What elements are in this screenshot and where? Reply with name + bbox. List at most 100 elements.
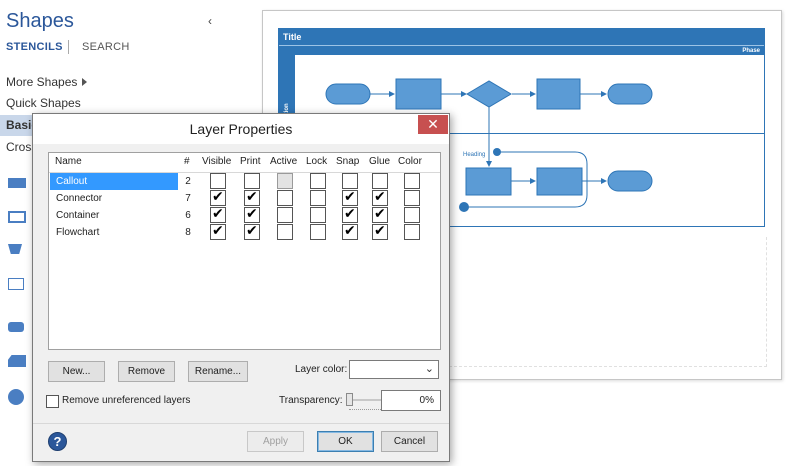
process-shape-icon[interactable]	[8, 178, 26, 188]
glue-checkbox[interactable]	[372, 206, 388, 223]
stencil-cross-item[interactable]: Cross	[6, 140, 38, 154]
process-shape-1	[395, 78, 442, 110]
flowchart-title[interactable]: Title	[279, 29, 764, 45]
circle-shape-icon[interactable]	[8, 389, 24, 405]
phase-label[interactable]: Phase	[279, 45, 764, 55]
start-terminator-shape	[325, 83, 371, 105]
active-checkbox[interactable]	[277, 207, 293, 223]
snap-checkbox[interactable]	[342, 173, 358, 189]
column-header-active[interactable]: Active	[270, 156, 298, 167]
layer-properties-dialog: Layer Properties ✕ Name # Visible Print …	[32, 113, 450, 462]
heading-label: Heading	[463, 152, 485, 158]
active-checkbox[interactable]	[277, 224, 293, 240]
visible-checkbox[interactable]	[210, 189, 226, 206]
snap-checkbox[interactable]	[342, 189, 358, 206]
dialog-footer-divider	[33, 423, 449, 424]
color-checkbox[interactable]	[404, 224, 420, 240]
new-layer-button[interactable]: New...	[48, 361, 105, 382]
column-header-lock[interactable]: Lock	[306, 156, 328, 167]
chevron-right-icon	[82, 78, 87, 86]
visible-checkbox[interactable]	[210, 206, 226, 223]
header-divider	[49, 172, 440, 173]
snap-checkbox[interactable]	[342, 223, 358, 240]
transparency-slider-track[interactable]	[351, 399, 401, 401]
transparency-slider-ticks	[349, 409, 401, 411]
lock-checkbox[interactable]	[310, 224, 326, 240]
shapes-pane-title: Shapes	[6, 10, 74, 32]
cancel-button[interactable]: Cancel	[381, 431, 438, 452]
color-checkbox[interactable]	[404, 207, 420, 223]
layer-number: 8	[185, 227, 191, 238]
process-shape-4	[536, 167, 583, 196]
color-checkbox[interactable]	[404, 190, 420, 206]
layer-row-container[interactable]: Container	[56, 210, 100, 221]
flowchart-connectors	[370, 91, 607, 208]
apply-button[interactable]: Apply	[247, 431, 304, 452]
container-handles[interactable]	[459, 148, 501, 212]
connector-handle-end	[459, 202, 469, 212]
process-shape-2	[536, 78, 581, 110]
lock-checkbox[interactable]	[310, 207, 326, 223]
active-checkbox[interactable]	[277, 173, 293, 189]
column-header-color[interactable]: Color	[398, 156, 422, 167]
manual-operation-shape-icon[interactable]	[8, 244, 22, 254]
database-shape-icon[interactable]	[8, 322, 24, 332]
layer-color-dropdown[interactable]: ⌄	[349, 360, 439, 379]
lock-checkbox[interactable]	[310, 173, 326, 189]
print-checkbox[interactable]	[244, 173, 260, 189]
layer-number: 2	[185, 176, 191, 187]
layer-row-connector[interactable]: Connector	[56, 193, 103, 204]
column-header-snap[interactable]: Snap	[336, 156, 360, 167]
lane-divider	[295, 133, 765, 134]
glue-checkbox[interactable]	[372, 223, 388, 240]
layer-color-label: Layer color:	[295, 364, 348, 375]
tab-divider	[68, 40, 69, 54]
visible-checkbox[interactable]	[210, 173, 226, 189]
transparency-input[interactable]: 0%	[381, 390, 441, 411]
terminator-shape-3	[607, 170, 653, 192]
decision-shape	[466, 80, 512, 108]
column-header-visible[interactable]: Visible	[202, 156, 232, 167]
flowchart-shapes[interactable]	[325, 78, 653, 196]
card-shape-icon[interactable]	[8, 355, 26, 367]
column-header-name[interactable]: Name	[55, 156, 82, 167]
remove-layer-button[interactable]: Remove	[118, 361, 175, 382]
subprocess-shape-icon[interactable]	[8, 211, 26, 223]
column-header-number[interactable]: #	[184, 156, 190, 167]
collapse-pane-icon[interactable]: ‹	[208, 14, 212, 28]
rename-layer-button[interactable]: Rename...	[188, 361, 248, 382]
document-shape-icon[interactable]	[8, 278, 24, 290]
active-checkbox[interactable]	[277, 190, 293, 206]
layer-number: 7	[185, 193, 191, 204]
column-header-print[interactable]: Print	[240, 156, 261, 167]
quick-shapes-item[interactable]: Quick Shapes	[6, 96, 81, 110]
dialog-title: Layer Properties	[189, 121, 293, 137]
print-checkbox[interactable]	[244, 189, 260, 206]
chevron-down-icon: ⌄	[424, 363, 434, 375]
column-header-glue[interactable]: Glue	[369, 156, 391, 167]
transparency-slider-thumb[interactable]	[346, 393, 353, 406]
glue-checkbox[interactable]	[372, 189, 388, 206]
more-shapes-item[interactable]: More Shapes	[6, 75, 78, 89]
lock-checkbox[interactable]	[310, 190, 326, 206]
color-checkbox[interactable]	[404, 173, 420, 189]
layer-row-callout[interactable]: Callout	[50, 173, 178, 190]
layer-row-flowchart[interactable]: Flowchart	[56, 227, 100, 238]
tab-stencils[interactable]: STENCILS	[6, 41, 63, 53]
layers-table[interactable]: Name # Visible Print Active Lock Snap Gl…	[48, 152, 441, 350]
connector-handle-start	[493, 148, 501, 156]
print-checkbox[interactable]	[244, 223, 260, 240]
help-icon[interactable]: ?	[48, 432, 67, 451]
remove-unreferenced-checkbox[interactable]	[46, 395, 59, 408]
glue-checkbox[interactable]	[372, 173, 388, 189]
close-icon[interactable]: ✕	[418, 115, 448, 134]
tab-search[interactable]: SEARCH	[82, 41, 130, 53]
visible-checkbox[interactable]	[210, 223, 226, 240]
layer-number: 6	[185, 210, 191, 221]
print-checkbox[interactable]	[244, 206, 260, 223]
dialog-titlebar[interactable]: Layer Properties ✕	[33, 114, 449, 144]
transparency-label: Transparency:	[279, 395, 343, 406]
snap-checkbox[interactable]	[342, 206, 358, 223]
ok-button[interactable]: OK	[317, 431, 374, 452]
remove-unreferenced-label[interactable]: Remove unreferenced layers	[62, 395, 191, 406]
